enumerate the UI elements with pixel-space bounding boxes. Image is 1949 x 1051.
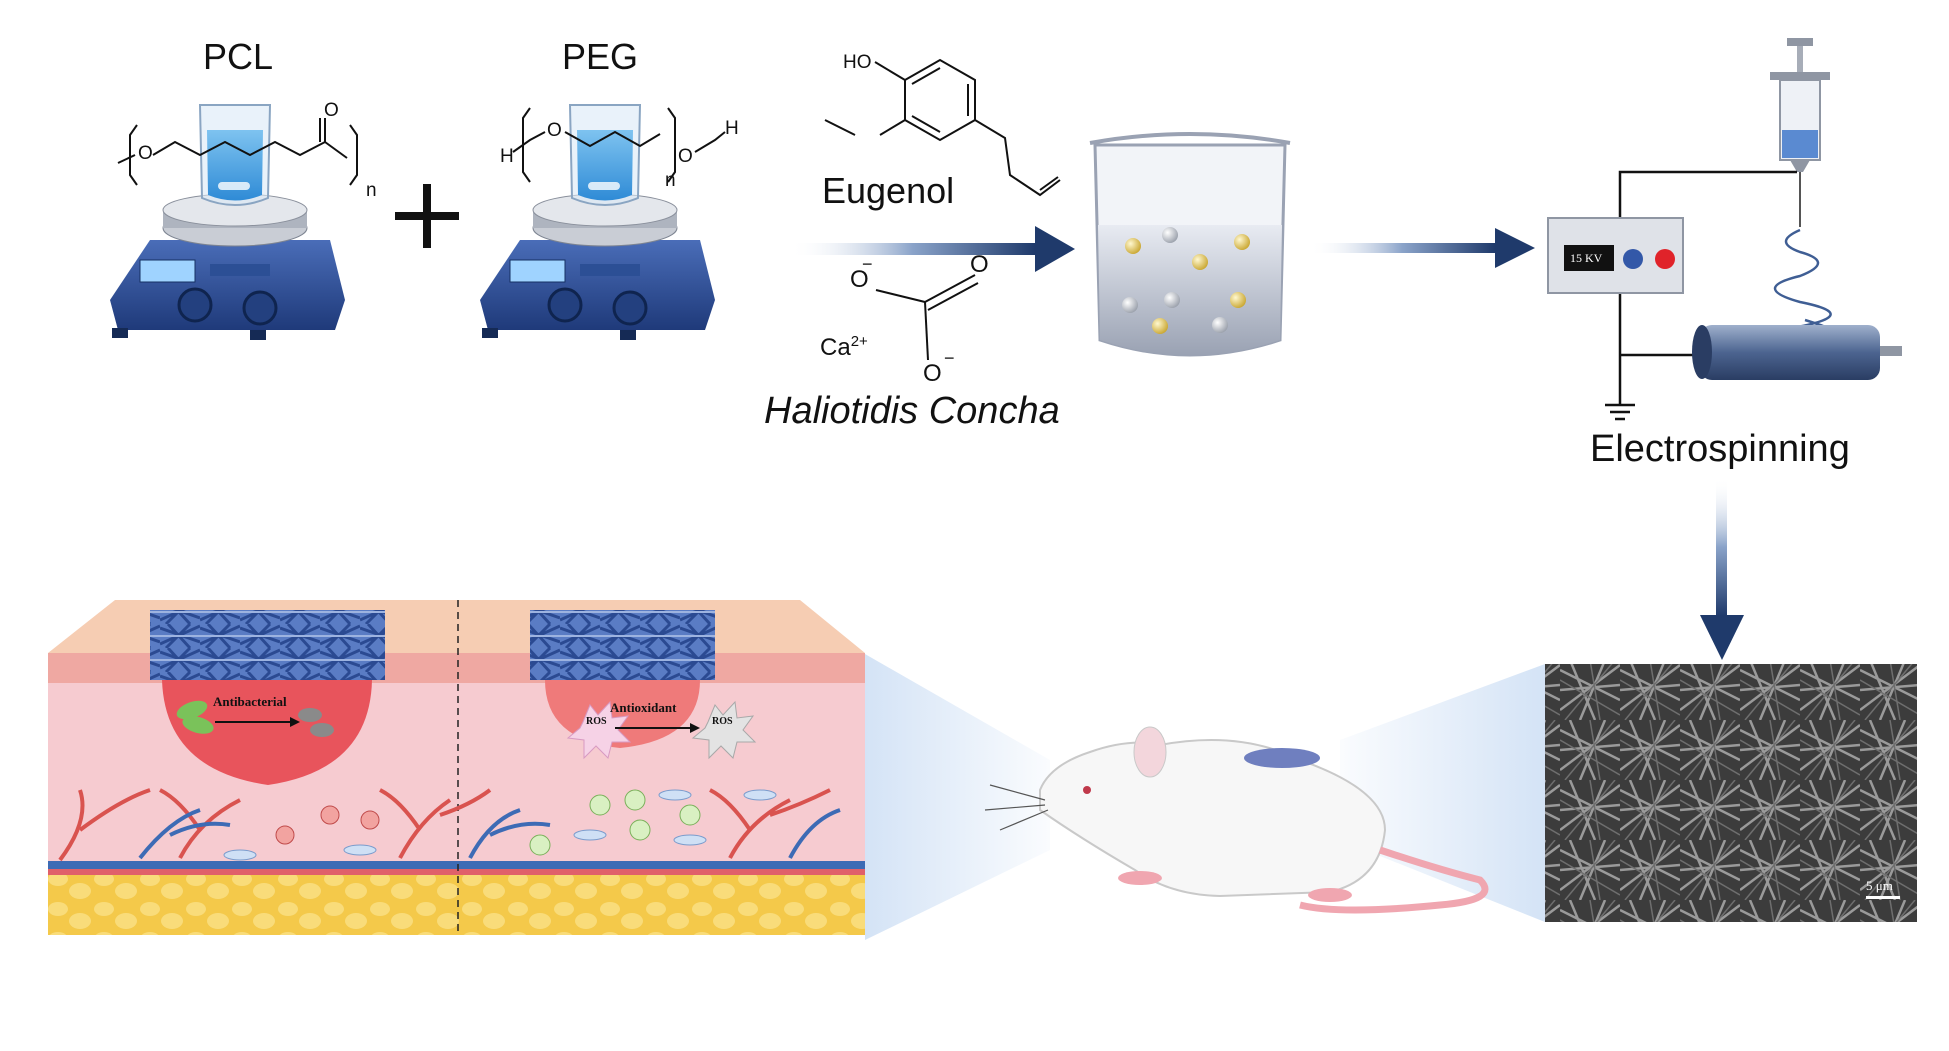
zoom-beam: [865, 654, 1050, 940]
antioxidant-label: Antioxidant: [610, 700, 677, 715]
eugenol-ho: HO: [843, 52, 872, 73]
calcium-label: Ca2+: [820, 333, 868, 361]
plus-icon: [395, 184, 459, 248]
fiber-jet: [1774, 228, 1834, 335]
collector-drum-icon: [1692, 325, 1902, 380]
pcl-atom-o2: O: [324, 100, 339, 121]
voltage-display: 15 KV: [1570, 251, 1603, 265]
syringe-icon: [1770, 38, 1830, 227]
carbonate-neg1: −: [862, 254, 873, 274]
beaker-icon: [1089, 132, 1291, 357]
ros-label-left: ROS: [586, 716, 607, 727]
carbonate-o3: O: [923, 360, 942, 387]
zoom-beam: [1340, 664, 1545, 922]
process-arrow: [1310, 228, 1535, 268]
eugenol-structure: [824, 58, 1061, 197]
skin-cross-section: [48, 600, 865, 935]
process-arrow: [790, 226, 1075, 272]
ros-label-right: ROS: [712, 716, 733, 727]
peg-atom-o2: O: [678, 146, 693, 167]
peg-atom-h1: H: [500, 146, 514, 167]
carbonate-neg2: −: [944, 348, 955, 368]
rat-icon: [984, 726, 1489, 914]
peg-n: n: [665, 170, 676, 191]
pcl-n: n: [366, 180, 377, 201]
power-supply-icon: [1547, 217, 1684, 294]
beaker-icon: [568, 104, 642, 206]
haliotidis-concha-label: Haliotidis Concha: [764, 390, 1060, 432]
peg-structure: [512, 107, 726, 183]
pcl-label: PCL: [203, 36, 274, 77]
peg-atom-o1: O: [547, 120, 562, 141]
pcl-structure: [117, 118, 358, 186]
eugenol-label: Eugenol: [822, 170, 955, 211]
peg-label: PEG: [562, 36, 639, 77]
carbonate-o2: O: [970, 251, 989, 278]
hotplate-stirrer-icon: [110, 193, 345, 340]
sem-image: [1545, 664, 1917, 922]
process-arrow: [1700, 478, 1744, 660]
antibacterial-label: Antibacterial: [213, 694, 287, 709]
peg-atom-h2: H: [725, 118, 739, 139]
scale-bar-label: 5 μm: [1866, 878, 1893, 893]
pcl-atom-o1: O: [138, 143, 153, 164]
circuit-wire: [1605, 170, 1797, 421]
carbonate-o1: O: [850, 266, 869, 293]
electrospinning-label: Electrospinning: [1590, 428, 1850, 470]
carbonate-structure: [875, 274, 979, 361]
beaker-icon: [198, 104, 272, 206]
hotplate-stirrer-icon: [480, 193, 715, 340]
calcium-charge: 2+: [850, 333, 868, 350]
